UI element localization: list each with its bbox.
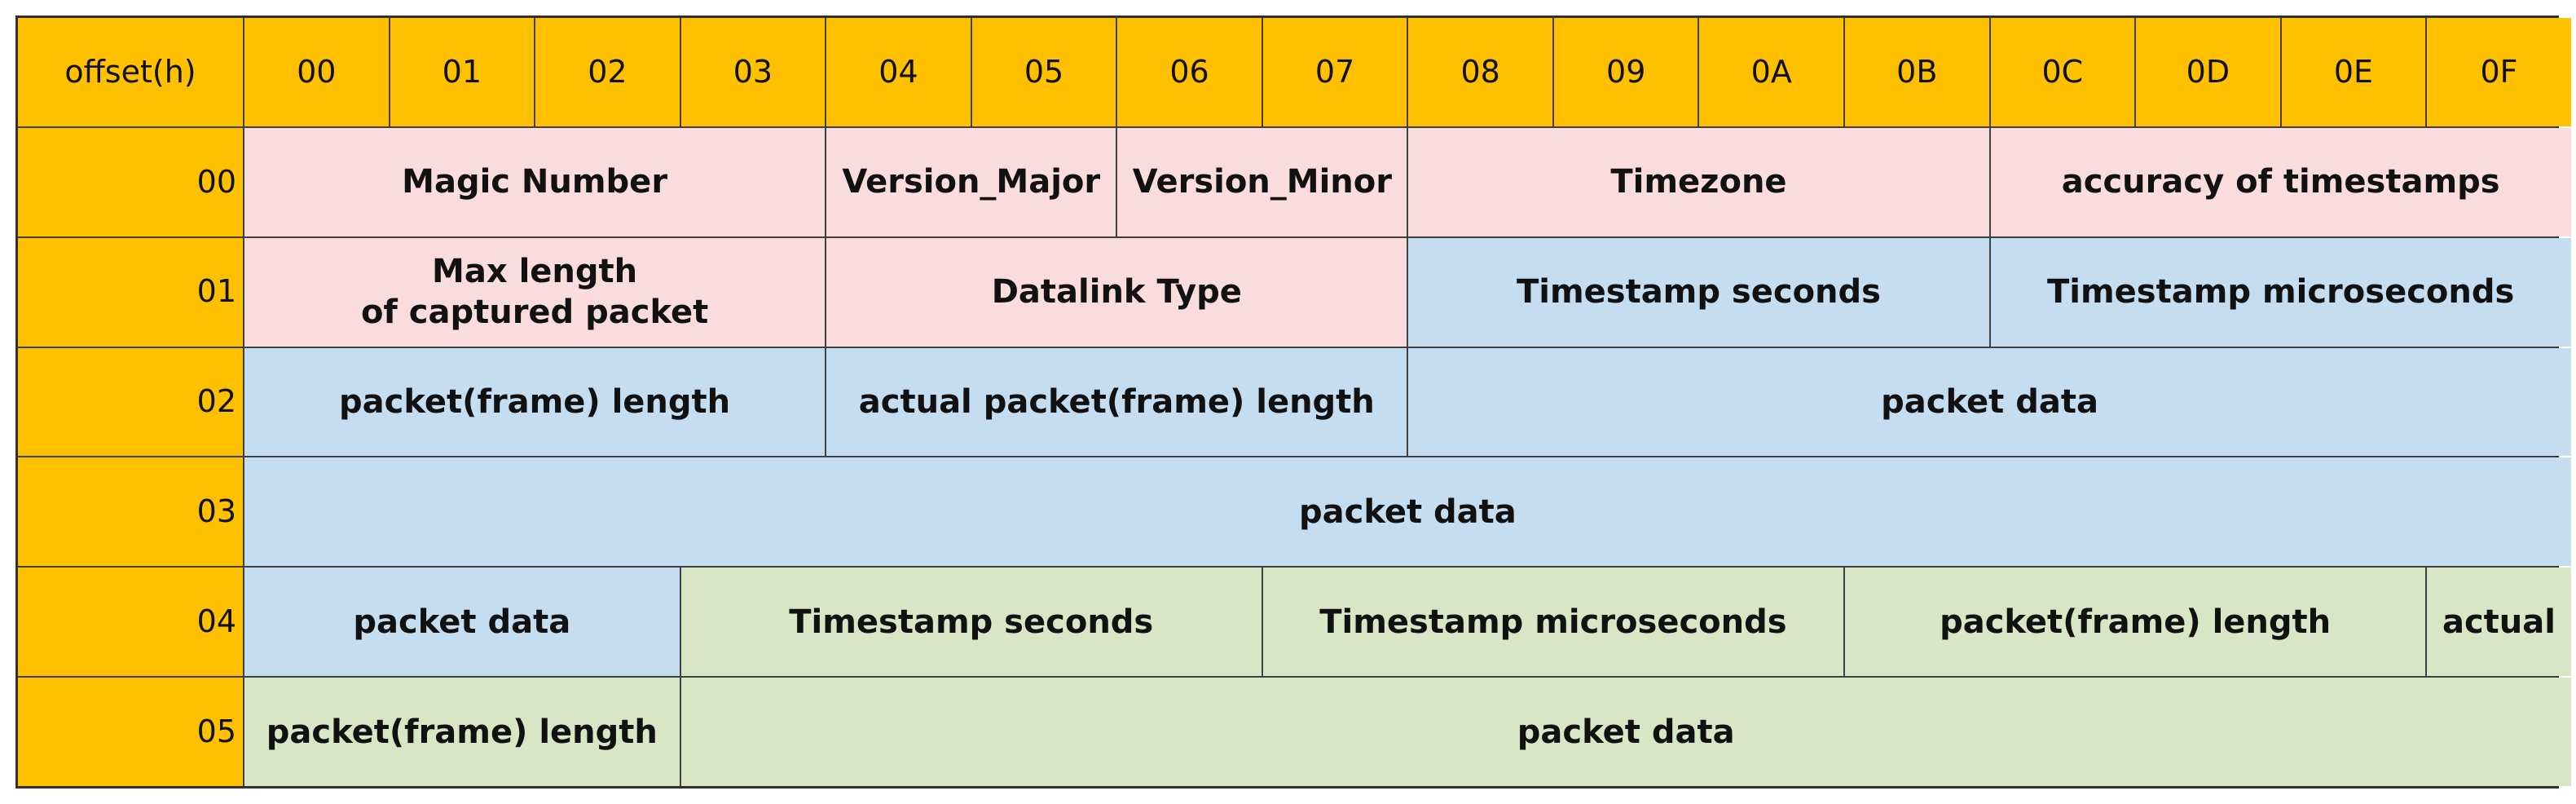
field-packet-frame-length: packet(frame) length: [1845, 568, 2426, 677]
field-max-length-of-captured-packet: Max length of captured packet: [244, 237, 826, 347]
column-header-05: 05: [971, 18, 1116, 126]
column-header-09: 09: [1553, 18, 1698, 126]
column-header-0d: 0D: [2136, 18, 2280, 126]
row-offset-01: 01: [18, 237, 243, 347]
row-offset-02: 02: [18, 347, 243, 457]
field-actual-packet-frame-length: actual packet(frame) length: [826, 347, 1407, 457]
field-packet-data: packet data: [244, 568, 680, 677]
field-magic-number: Magic Number: [244, 127, 826, 236]
field-timestamp-seconds: Timestamp seconds: [680, 568, 1262, 677]
field-timestamp-microseconds: Timestamp microseconds: [1990, 237, 2571, 347]
column-header-0a: 0A: [1699, 18, 1844, 126]
column-header-0f: 0F: [2427, 18, 2571, 126]
field-packet-frame-length: packet(frame) length: [244, 347, 826, 457]
column-header-06: 06: [1117, 18, 1262, 126]
row-offset-00: 00: [18, 127, 243, 236]
field-accuracy-of-timestamps: accuracy of timestamps: [1990, 127, 2571, 236]
field-packet-data: packet data: [1408, 347, 2571, 457]
field-version-major: Version_Major: [826, 127, 1116, 236]
row-offset-04: 04: [18, 568, 243, 677]
row-offset-05: 05: [18, 678, 243, 786]
row-offset-03: 03: [18, 457, 243, 567]
column-header-0e: 0E: [2281, 18, 2426, 126]
column-header-0b: 0B: [1845, 18, 1989, 126]
column-header-04: 04: [826, 18, 971, 126]
field-timestamp-seconds: Timestamp seconds: [1408, 237, 1989, 347]
field-datalink-type: Datalink Type: [826, 237, 1407, 347]
column-header-00: 00: [244, 18, 389, 126]
column-header-0c: 0C: [1990, 18, 2135, 126]
field-actual: actual: [2427, 568, 2571, 677]
field-timestamp-microseconds: Timestamp microseconds: [1262, 568, 1844, 677]
field-version-minor: Version_Minor: [1117, 127, 1407, 236]
column-header-03: 03: [680, 18, 826, 126]
column-header-02: 02: [535, 18, 680, 126]
field-packet-frame-length: packet(frame) length: [244, 678, 680, 786]
field-packet-data: packet data: [680, 678, 2571, 786]
column-header-07: 07: [1262, 18, 1407, 126]
column-header-08: 08: [1408, 18, 1552, 126]
field-packet-data: packet data: [244, 457, 2571, 567]
column-header-01: 01: [390, 18, 535, 126]
corner-header: offset(h): [18, 18, 243, 126]
field-timezone: Timezone: [1408, 127, 1989, 236]
